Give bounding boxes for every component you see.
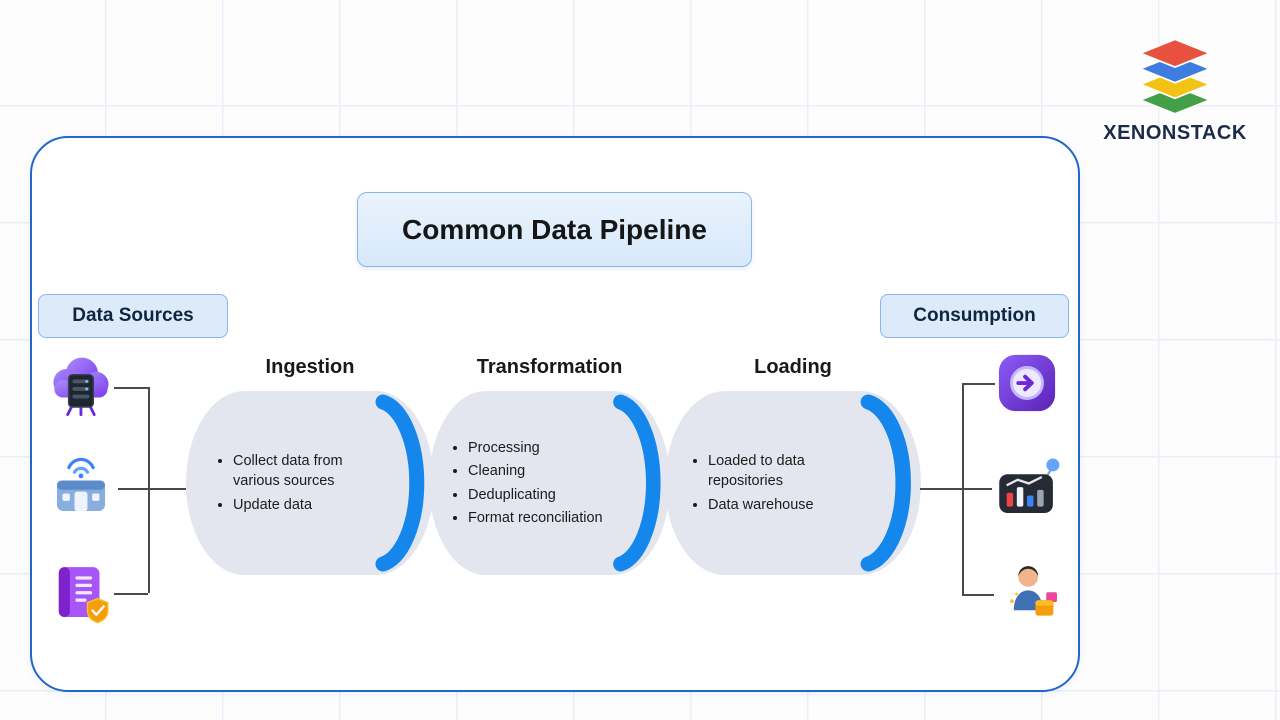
stage-title-ingestion: Ingestion xyxy=(265,355,355,378)
ledger-shield-icon xyxy=(58,567,109,624)
bullet-item: Deduplicating xyxy=(468,485,603,505)
brand-name: XENONSTACK xyxy=(1103,122,1247,144)
bullet-item: Cleaning xyxy=(468,461,603,481)
analytics-dashboard-icon xyxy=(999,458,1060,514)
bullet-item: Update data xyxy=(233,495,375,515)
pipeline-stage-transformation: Processing Cleaning Deduplicating Format… xyxy=(428,388,671,578)
stage-title-transformation: Transformation xyxy=(476,355,623,378)
right-connector-stub-2 xyxy=(962,488,992,490)
diagram-title: Common Data Pipeline xyxy=(357,192,752,267)
bullet-item: Processing xyxy=(468,438,603,458)
sync-arrow-icon xyxy=(998,354,1056,412)
left-connector-stub-3 xyxy=(114,593,148,595)
bullet-item: Loaded to data repositories xyxy=(708,451,840,492)
left-connector-stub-1 xyxy=(114,387,148,389)
right-connector-stub-1 xyxy=(962,383,995,385)
loading-bullets: Loaded to data repositories Data warehou… xyxy=(664,388,922,578)
analyst-icon xyxy=(1010,566,1057,616)
consumption-label: Consumption xyxy=(880,294,1069,338)
data-sources-label: Data Sources xyxy=(38,294,228,338)
left-connector-stub-2 xyxy=(118,488,148,490)
bullet-item: Collect data from various sources xyxy=(233,451,375,492)
pipe-cylinder xyxy=(186,391,434,575)
layer-stack-logo xyxy=(1137,38,1213,115)
right-connector-from-pipe xyxy=(920,488,962,490)
right-connector-stub-3 xyxy=(962,594,994,596)
transformation-bullets: Processing Cleaning Deduplicating Format… xyxy=(428,388,671,578)
brand-logo: XENONSTACK xyxy=(1095,28,1255,145)
left-connector-to-pipe xyxy=(148,488,186,490)
pipe-cylinder xyxy=(665,391,921,575)
bullet-item: Data warehouse xyxy=(708,495,840,515)
pipeline-stage-ingestion: Collect data from various sources Update… xyxy=(185,388,435,578)
pipeline-stage-loading: Loaded to data repositories Data warehou… xyxy=(664,388,922,578)
bullet-item: Format reconciliation xyxy=(468,508,603,528)
pipe-cylinder xyxy=(428,391,671,575)
left-connector-vline xyxy=(148,387,150,593)
smart-building-icon xyxy=(56,457,106,512)
cloud-server-icon xyxy=(53,357,109,417)
stage-title-loading: Loading xyxy=(754,355,832,378)
ingestion-bullets: Collect data from various sources Update… xyxy=(185,388,435,578)
